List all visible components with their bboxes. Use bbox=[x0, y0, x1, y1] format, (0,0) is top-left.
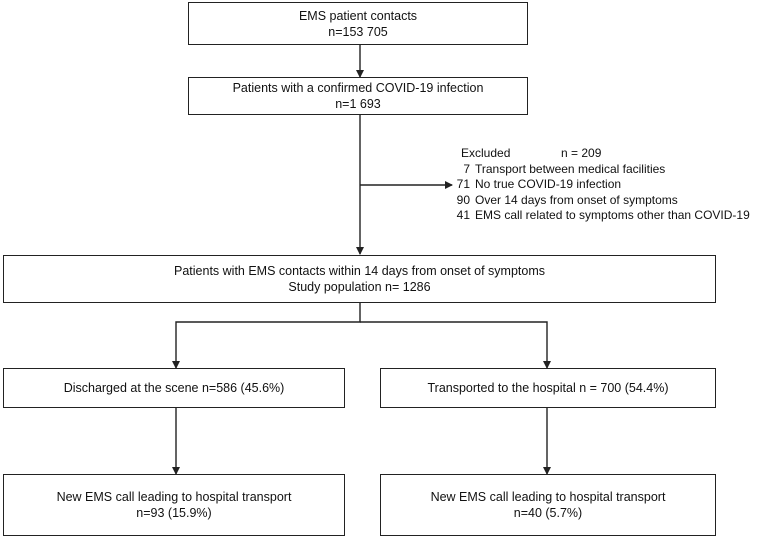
split-connector-right bbox=[360, 321, 551, 369]
excluded-title: Excluded bbox=[461, 146, 511, 160]
excluded-count: 71 bbox=[456, 177, 470, 191]
excluded-reason: No true COVID-19 infection bbox=[475, 177, 622, 191]
box-count: n=40 (5.7%) bbox=[513, 506, 583, 520]
box-label: New EMS call leading to hospital transpo… bbox=[430, 490, 666, 504]
split-connector bbox=[172, 303, 361, 369]
box-confirmed-covid: Patients with a confirmed COVID-19 infec… bbox=[188, 77, 528, 115]
box-count: n=1 693 bbox=[335, 97, 381, 111]
box-study-population: Patients with EMS contacts within 14 day… bbox=[3, 255, 716, 303]
excluded-item: 7 Transport between medical facilities bbox=[450, 162, 750, 178]
excluded-header: Excluded n = 209 bbox=[450, 146, 750, 162]
excluded-total: n = 209 bbox=[561, 146, 602, 160]
box-count: n=153 705 bbox=[328, 24, 388, 39]
excluded-reason: Over 14 days from onset of symptoms bbox=[475, 192, 678, 207]
excluded-list: Excluded n = 209 7 Transport between med… bbox=[450, 146, 750, 224]
excluded-reason: Transport between medical facilities bbox=[475, 161, 666, 176]
box-label: Patients with a confirmed COVID-19 infec… bbox=[232, 81, 484, 95]
box-count: Study population n= 1286 bbox=[288, 280, 431, 294]
box-label: Patients with EMS contacts within 14 day… bbox=[174, 264, 545, 278]
box-label: Discharged at the scene n=586 (45.6%) bbox=[63, 381, 285, 395]
excluded-count: 90 bbox=[456, 192, 470, 207]
excluded-item: 90 Over 14 days from onset of symptoms bbox=[450, 193, 750, 209]
box-discharged-at-scene: Discharged at the scene n=586 (45.6%) bbox=[3, 368, 345, 408]
excluded-count: 41 bbox=[456, 208, 470, 222]
excluded-item: 71 No true COVID-19 infection bbox=[450, 177, 750, 193]
excluded-reason: EMS call related to symptoms other than … bbox=[475, 208, 750, 222]
excluded-count: 7 bbox=[463, 161, 470, 176]
box-label: EMS patient contacts bbox=[298, 8, 418, 23]
box-count: n=93 (15.9%) bbox=[136, 506, 212, 520]
box-ems-patient-contacts: EMS patient contacts n=153 705 bbox=[188, 2, 528, 45]
box-new-call-discharged: New EMS call leading to hospital transpo… bbox=[3, 474, 345, 536]
box-new-call-transported: New EMS call leading to hospital transpo… bbox=[380, 474, 716, 536]
excluded-item: 41 EMS call related to symptoms other th… bbox=[450, 208, 750, 224]
box-transported-to-hospital: Transported to the hospital n = 700 (54.… bbox=[380, 368, 716, 408]
box-label: Transported to the hospital n = 700 (54.… bbox=[427, 381, 669, 395]
box-label: New EMS call leading to hospital transpo… bbox=[56, 490, 292, 504]
